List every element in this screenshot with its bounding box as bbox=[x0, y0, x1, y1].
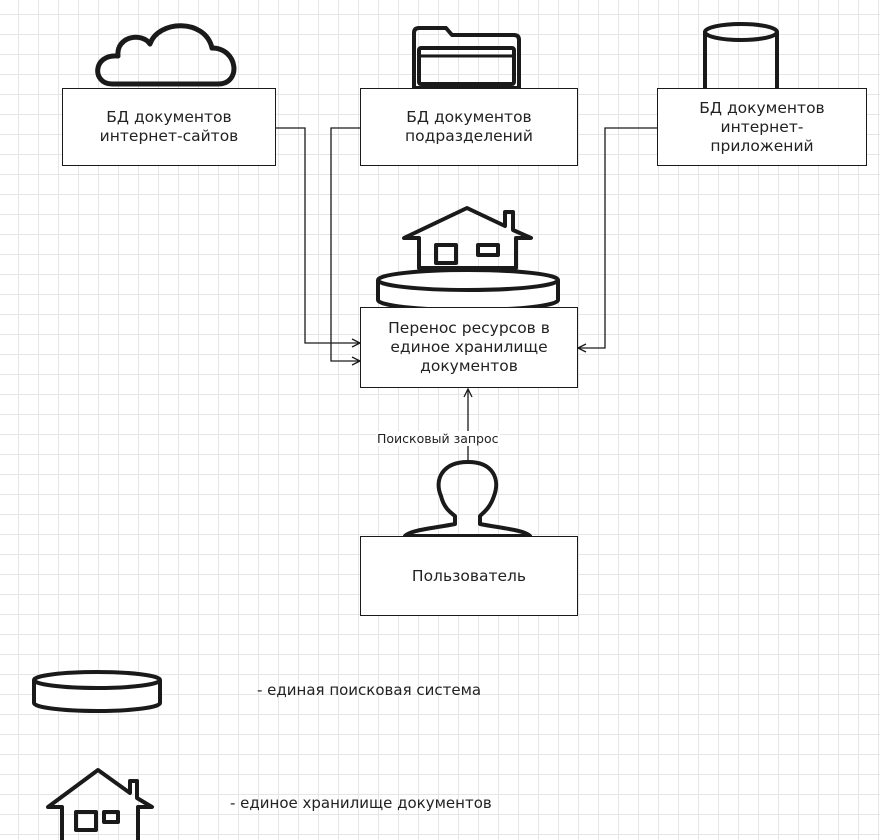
departments-db-node: БД документов подразделений bbox=[360, 88, 578, 166]
database-icon bbox=[703, 22, 779, 98]
folder-icon bbox=[412, 26, 521, 90]
edge-apps-to-transfer bbox=[578, 127, 658, 348]
legend-storage-label: - единое хранилище документов bbox=[230, 794, 492, 812]
house-icon bbox=[402, 206, 533, 270]
user-node: Пользователь bbox=[360, 536, 578, 616]
legend-disk-icon bbox=[32, 670, 162, 713]
disk-icon bbox=[376, 268, 560, 312]
websites-db-node: БД документов интернет-сайтов bbox=[62, 88, 276, 166]
apps-db-node: БД документов интернет- приложений bbox=[657, 88, 867, 166]
cloud-icon bbox=[95, 23, 237, 87]
legend-search-system-label: - единая поисковая система bbox=[257, 681, 482, 699]
transfer-node: Перенос ресурсов в единое хранилище доку… bbox=[360, 307, 578, 388]
edge-departments-to-transfer bbox=[330, 127, 361, 361]
search-query-label: Поисковый запрос bbox=[376, 431, 500, 446]
user-icon bbox=[403, 460, 532, 538]
edge-websites-to-transfer bbox=[275, 127, 360, 343]
legend-house-icon bbox=[46, 768, 154, 840]
